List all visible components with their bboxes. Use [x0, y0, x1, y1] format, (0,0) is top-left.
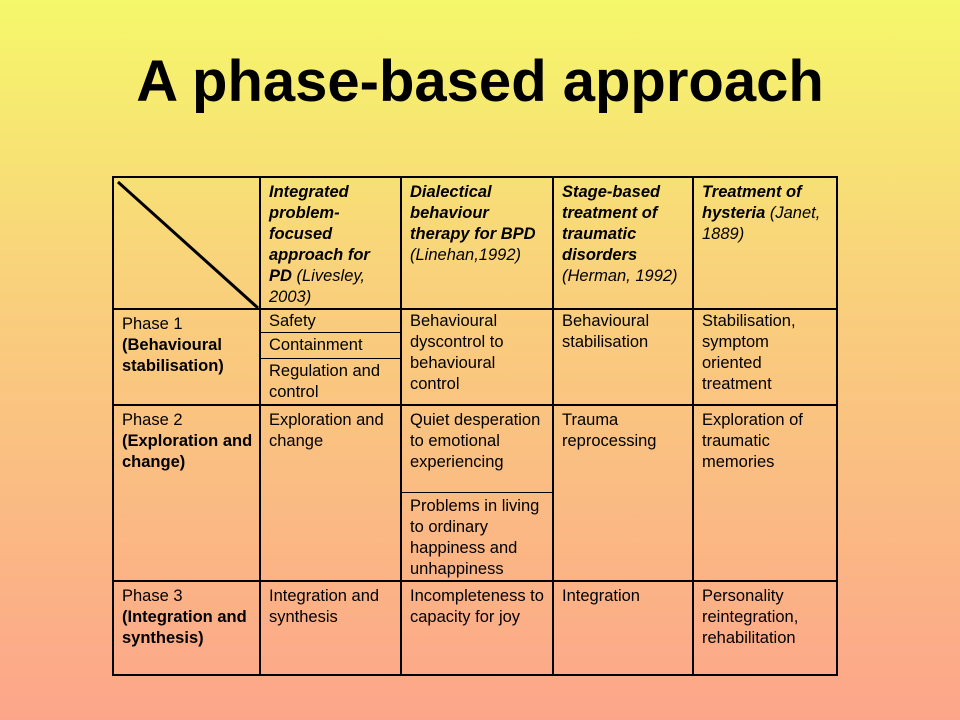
phase-3-livesley: Integration and synthesis	[269, 587, 380, 626]
row-divider	[114, 580, 836, 582]
corner-diagonal	[116, 180, 260, 310]
col-divider	[692, 178, 694, 674]
subcell-divider	[261, 358, 400, 359]
phase-3-label: Phase 3(Integration and synthesis)	[122, 587, 247, 647]
phase-comparison-table: Integrated problem-focused approach for …	[112, 176, 838, 676]
col-divider	[400, 178, 402, 674]
header-janet: Treatment of hysteria (Janet, 1889)	[702, 183, 821, 243]
phase-3-janet: Personality reintegration, rehabilitatio…	[702, 587, 799, 647]
phase-1-janet: Stabilisation, symptom oriented treatmen…	[702, 312, 796, 393]
col-divider	[552, 178, 554, 674]
header-herman: Stage-based treatment of traumatic disor…	[562, 183, 678, 285]
phase-1-regulation: Regulation and control	[269, 362, 381, 401]
header-linehan: Dialectical behaviour therapy for BPD (L…	[410, 183, 536, 264]
phase-3-herman: Integration	[562, 587, 640, 605]
header-livesley: Integrated problem-focused approach for …	[269, 183, 370, 306]
col-divider	[259, 178, 261, 674]
phase-1-safety: Safety	[269, 312, 316, 330]
phase-3-dbt: Incompleteness to capacity for joy	[410, 587, 544, 626]
phase-2-livesley: Exploration and change	[269, 411, 384, 450]
row-divider	[114, 308, 836, 310]
phase-2-dbt-b: Problems in living to ordinary happiness…	[410, 497, 540, 578]
phase-1-dbt: Behavioural dyscontrol to behavioural co…	[410, 312, 504, 393]
phase-1-containment: Containment	[269, 336, 363, 354]
phase-2-label: Phase 2(Exploration and change)	[122, 411, 253, 471]
phase-2-janet: Exploration of traumatic memories	[702, 411, 803, 471]
row-divider	[114, 404, 836, 406]
phase-2-herman: Trauma reprocessing	[562, 411, 657, 450]
subcell-divider	[402, 492, 552, 493]
phase-2-dbt-a: Quiet desperation to emotional experienc…	[410, 411, 541, 471]
phase-1-label: Phase 1(Behavioural stabilisation)	[122, 315, 224, 375]
phase-1-herman: Behavioural stabilisation	[562, 312, 650, 351]
subcell-divider	[261, 332, 400, 333]
slide-title: A phase-based approach	[136, 49, 824, 114]
